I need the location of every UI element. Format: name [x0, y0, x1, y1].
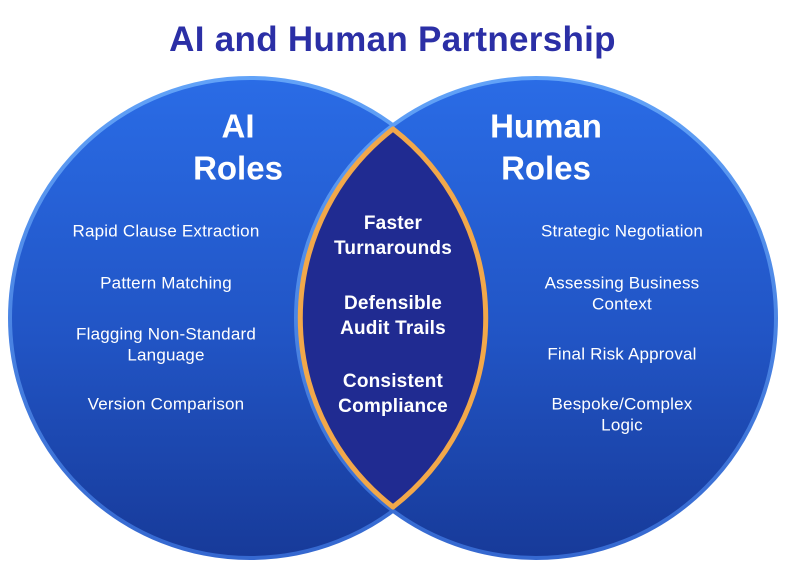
human-role-item: Assessing Business Context — [544, 273, 700, 313]
ai-role-item: Version Comparison — [87, 394, 245, 414]
ai-roles-heading: AI Roles — [193, 107, 283, 186]
ai-role-item: Rapid Clause Extraction — [72, 221, 260, 241]
shared-benefit-item: Faster Turnarounds — [334, 212, 452, 259]
human-role-item: Bespoke/Complex Logic — [551, 394, 693, 434]
diagram-title: AI and Human Partnership — [169, 20, 616, 59]
human-role-item: Strategic Negotiation — [540, 221, 704, 241]
ai-role-item: Flagging Non-Standard Language — [76, 324, 256, 364]
overlap-lens — [297, 126, 489, 510]
ai-role-item: Pattern Matching — [100, 273, 232, 293]
human-role-item: Final Risk Approval — [547, 344, 697, 364]
human-roles-heading: Human Roles — [490, 107, 602, 186]
shared-benefit-item: Consistent Compliance — [338, 370, 448, 417]
shared-benefit-item: Defensible Audit Trails — [340, 292, 446, 339]
